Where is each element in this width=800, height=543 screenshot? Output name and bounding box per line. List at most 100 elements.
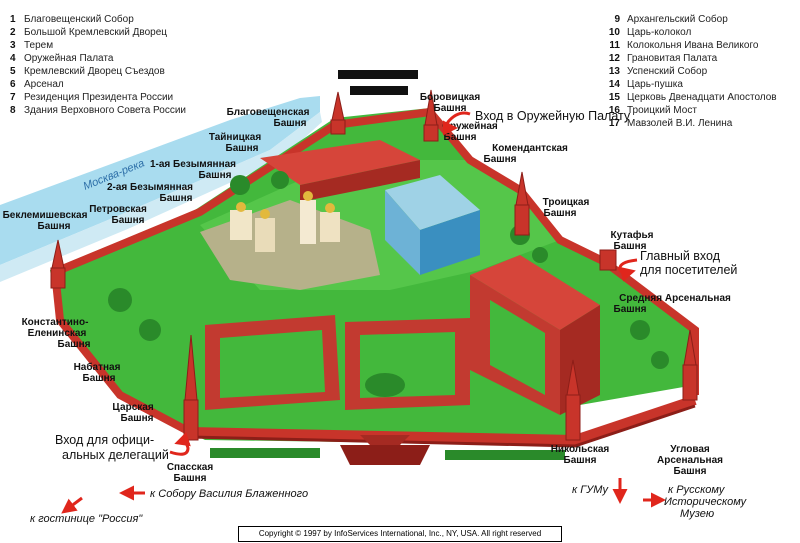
- legend-item: Архангельский Собор: [627, 13, 728, 25]
- legend-num: 9: [614, 14, 620, 25]
- tower-label-tainitskaya-2: Башня: [226, 143, 259, 154]
- tower-label-blagoveshchenskaya-2: Башня: [274, 118, 307, 129]
- moscow-river: [0, 96, 320, 265]
- legend-item: Резиденция Президента России: [24, 92, 173, 103]
- legend-num: 2: [10, 27, 16, 38]
- annotations: Вход в Оружейную Палату Главный вход для…: [55, 109, 737, 462]
- tower-label-troitskaya: Троицкая: [543, 197, 590, 208]
- museum-direction-3: Музею: [680, 508, 714, 520]
- tower-label-konstantino: Константино-: [22, 317, 89, 328]
- tower-label-konstantino-2: Еленинская: [28, 328, 87, 339]
- legend-item: Троицкий Мост: [627, 105, 697, 116]
- tower-label-komendantskaya: Комендантская: [492, 143, 568, 154]
- legend-right: 9 Архангельский Собор 10 Царь-колокол 11…: [609, 13, 777, 129]
- legend-num: 3: [10, 40, 16, 51]
- main-entrance-label-2: для посетителей: [640, 263, 737, 277]
- tower-label-bezymyannaya2-2: Башня: [160, 193, 193, 204]
- mausoleum: [340, 435, 430, 465]
- legend-item: Большой Кремлевский Дворец: [24, 27, 167, 38]
- legend-item: Кремлевский Дворец Съездов: [24, 66, 165, 77]
- legend-num: 8: [10, 105, 16, 116]
- delegations-entrance-label: Вход для офици-: [55, 433, 154, 447]
- tower-label-konstantino-3: Башня: [58, 339, 91, 350]
- legend-item: Арсенал: [24, 79, 64, 90]
- hotel-arrow: [61, 496, 83, 514]
- tower-label-borovitskaya-2: Башня: [434, 103, 467, 114]
- tower-label-nikolskaya-2: Башня: [564, 455, 597, 466]
- legend-num: 13: [609, 66, 621, 77]
- tower-label-tsarskaya: Царская: [112, 402, 153, 413]
- building-supreme-soviet: [205, 315, 340, 410]
- tower-markers: [50, 89, 698, 441]
- tower-label-troitskaya-2: Башня: [544, 208, 577, 219]
- legend-item: Здания Верховного Совета России: [24, 105, 186, 116]
- legend-item: Царь-колокол: [627, 27, 691, 38]
- legend-num: 12: [609, 53, 621, 64]
- museum-direction-2: Историческому: [664, 496, 748, 508]
- tower-label-petrovskaya: Петровская: [89, 204, 147, 215]
- legend-item: Колокольня Ивана Великого: [627, 40, 759, 51]
- redaction-bar: [338, 70, 418, 79]
- armory-entrance-label: Вход в Оружейную Палату: [475, 109, 631, 123]
- legend-num: 6: [10, 79, 16, 90]
- tower-label-tainitskaya: Тайницкая: [209, 132, 261, 143]
- tower-label-uglovaya-3: Башня: [674, 466, 707, 477]
- tower-label-uglovaya-2: Арсенальная: [657, 455, 723, 466]
- tower-label-bezymyannaya2: 2-ая Безымянная: [107, 182, 193, 193]
- copyright-notice: Copyright © 1997 by InfoServices Interna…: [238, 526, 562, 542]
- legend-num: 1: [10, 14, 16, 25]
- river-embankment: [0, 112, 322, 282]
- tower-label-srednyaya: Средняя Арсенальная: [619, 293, 731, 304]
- legend-num: 11: [609, 40, 620, 51]
- tower-label-kutafya: Кутафья: [611, 229, 654, 241]
- legend-item: Терем: [24, 40, 53, 51]
- building-arsenal: [470, 255, 600, 415]
- tower-label-nikolskaya: Никольская: [551, 444, 610, 455]
- legend-left: 1 Благовещенский Собор 2 Большой Кремлев…: [10, 13, 186, 116]
- legend-num: 15: [609, 92, 621, 103]
- delegations-entrance-label-2: альных делегаций: [62, 448, 169, 462]
- gum-direction: к ГУМу: [572, 484, 610, 496]
- building-congress-palace: [385, 175, 480, 275]
- tower-label-spasskaya-2: Башня: [174, 473, 207, 484]
- legend-item: Мавзолей В.И. Ленина: [627, 118, 733, 129]
- legend-item: Церковь Двенадцати Апостолов: [627, 92, 777, 103]
- museum-direction: к Русскому: [668, 484, 726, 496]
- legend-item: Благовещенский Собор: [24, 13, 134, 25]
- tower-label-uglovaya: Угловая: [670, 444, 710, 455]
- main-entrance-arrow: [618, 258, 638, 282]
- basil-direction: к Собору Василия Блаженного: [150, 488, 308, 500]
- tower-label-tsarskaya-2: Башня: [121, 413, 154, 424]
- trees: [108, 171, 669, 369]
- red-square-hedge-left: [210, 448, 320, 458]
- tower-labels: Боровицкая Башня Благовещенская Башня Та…: [3, 92, 731, 484]
- tower-label-nabatnaya-2: Башня: [83, 373, 116, 384]
- delegations-entrance-arrow: [169, 432, 191, 456]
- tower-label-komendantskaya-2: Башня: [484, 154, 517, 165]
- legend-num: 10: [609, 27, 621, 38]
- tower-label-oruzheynaya-2: Башня: [444, 132, 477, 143]
- building-senate: [345, 318, 470, 410]
- tower-label-petrovskaya-2: Башня: [112, 215, 145, 226]
- tower-label-oruzheynaya: Оружейная: [442, 121, 498, 132]
- tower-label-borovitskaya: Боровицкая: [420, 92, 481, 103]
- legend-num: 4: [10, 53, 16, 64]
- tower-label-srednyaya-2: Башня: [614, 304, 647, 315]
- tower-label-bezymyannaya1: 1-ая Безымянная: [150, 159, 236, 170]
- redaction-bar-2: [350, 86, 408, 95]
- building-palace: [260, 140, 420, 202]
- legend-item: Успенский Собор: [627, 65, 708, 77]
- hotel-direction: к гостинице "Россия": [30, 513, 143, 525]
- legend-num: 5: [10, 66, 16, 77]
- legend-num: 17: [609, 118, 621, 129]
- legend-num: 16: [609, 105, 621, 116]
- tower-label-beklemishevskaya: Беклемишевская: [3, 210, 88, 221]
- legend-num: 7: [10, 92, 16, 103]
- legend-num: 14: [609, 79, 621, 90]
- tower-label-beklemishevskaya-2: Башня: [38, 221, 71, 232]
- red-square-hedge-right: [445, 450, 565, 460]
- legend-item: Царь-пушка: [627, 79, 683, 90]
- tower-label-nabatnaya: Набатная: [74, 361, 121, 373]
- tower-label-blagoveshchenskaya: Благовещенская: [227, 107, 310, 118]
